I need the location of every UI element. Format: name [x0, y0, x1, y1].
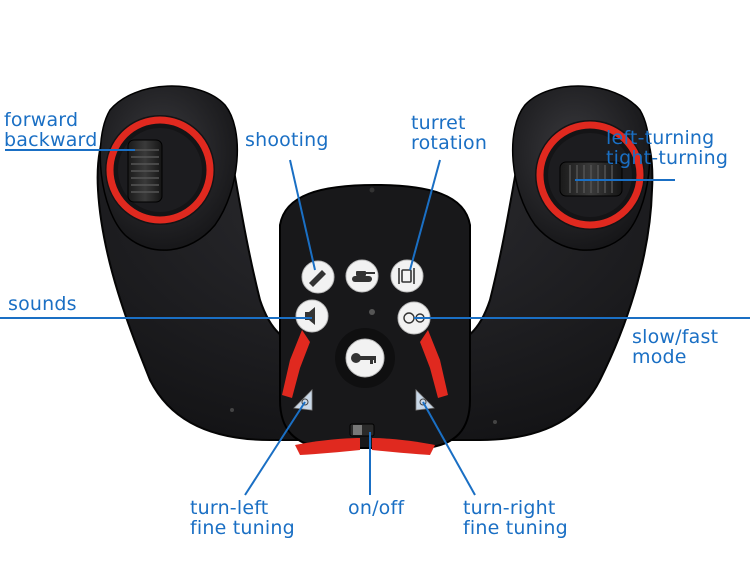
label-turn-left: turn-left: [190, 497, 269, 519]
callout-lines: [0, 149, 750, 496]
label-forward-backward: forward backward: [4, 110, 97, 150]
sound-button[interactable]: [295, 299, 329, 333]
callout-turn-left: [244, 401, 306, 496]
left-fine-tune-button[interactable]: [293, 389, 313, 411]
tank-button[interactable]: [345, 259, 379, 293]
callout-turret-rotation: [409, 159, 441, 271]
right-red-trim: [420, 330, 448, 398]
label-shooting: shooting: [245, 129, 329, 151]
label-rotation: rotation: [411, 132, 488, 154]
turret-button[interactable]: [390, 259, 424, 293]
label-slow-fast-mode: slow/fast mode: [632, 327, 718, 367]
screw-right: [493, 420, 497, 424]
tank-icon: [352, 271, 375, 282]
left-red-trim: [282, 330, 310, 398]
screw-left: [230, 408, 234, 412]
center-panel: [230, 183, 497, 449]
gear-icon: [301, 398, 309, 406]
label-backward: backward: [4, 129, 98, 151]
bottom-red-trim: [295, 438, 435, 455]
label-tight-turning: tight-turning: [606, 147, 729, 169]
label-turning: left-turning tight-turning: [606, 128, 728, 168]
label-sounds: sounds: [8, 293, 77, 315]
label-turret: turret: [411, 112, 466, 134]
label-left-turning: left-turning: [606, 127, 715, 149]
label-on-off: on/off: [348, 497, 405, 519]
gear-icon: [419, 398, 427, 406]
label-mode: mode: [632, 346, 687, 368]
left-joystick[interactable]: [105, 115, 215, 225]
bullet-icon: [309, 270, 326, 287]
right-fine-tune-button[interactable]: [415, 389, 435, 411]
power-switch[interactable]: [349, 423, 375, 437]
label-slow-fast: slow/fast: [632, 326, 719, 348]
callout-shooting: [289, 159, 316, 271]
top-dot: [369, 187, 375, 193]
shoot-button[interactable]: [301, 260, 335, 294]
label-turn-right: turn-right: [463, 497, 556, 519]
speaker-icon: [305, 307, 315, 325]
label-turret-rotation: turret rotation: [411, 113, 487, 153]
key-icon: [351, 353, 376, 364]
callout-turn-right: [422, 401, 476, 496]
turret-icon: [398, 268, 415, 284]
label-fine-tuning-left: fine tuning: [190, 517, 295, 539]
label-turn-right-fine-tuning: turn-right fine tuning: [463, 498, 568, 538]
indicator-light: [369, 309, 375, 315]
label-fine-tuning-right: fine tuning: [463, 517, 568, 539]
key-button[interactable]: [335, 328, 395, 388]
label-forward: forward: [4, 109, 79, 131]
label-turn-left-fine-tuning: turn-left fine tuning: [190, 498, 295, 538]
